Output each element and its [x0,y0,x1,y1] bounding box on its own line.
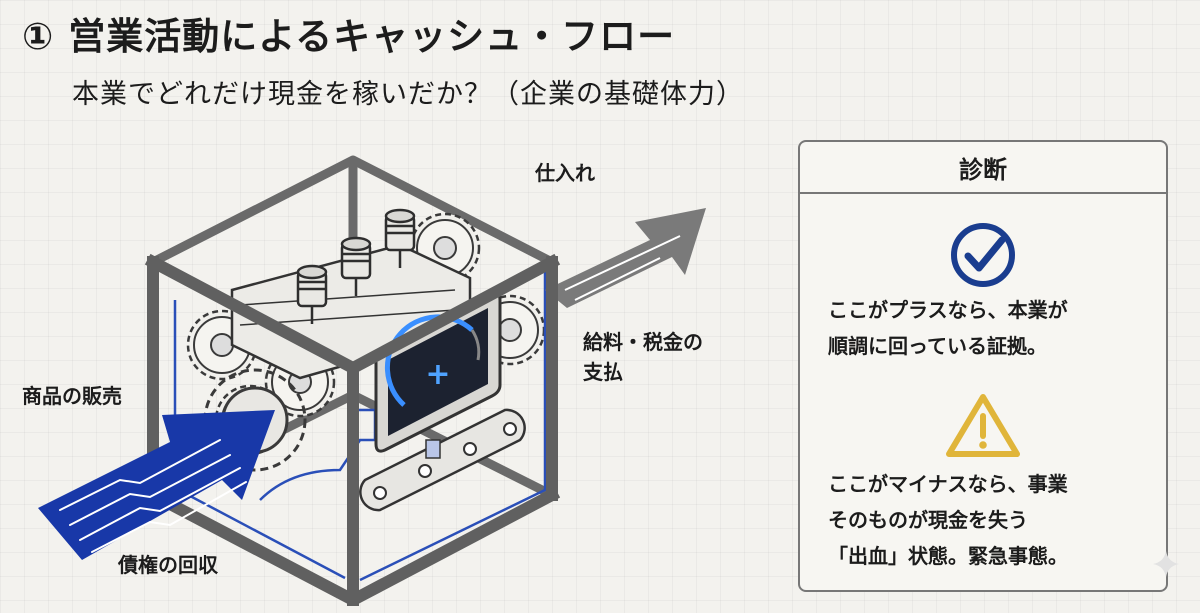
sparkle-icon [1153,551,1179,577]
label-salaries-taxes: 給料・税金の 支払 [583,330,703,384]
checkmark-circle-icon [951,223,1015,287]
cube-frame-front [144,253,561,606]
conveyor-belt [359,408,526,512]
cash-engine-diagram: + [38,155,706,606]
warning-triangle-icon [946,394,1020,457]
label-receivables: 債権の回収 [118,553,218,577]
inflow-arrow [38,410,275,560]
monitor-plus-symbol: + [425,357,450,392]
pistons [296,208,416,324]
diagnosis-heading: 診断 [800,142,1166,194]
diagnosis-panel: 診断 ここがプラスなら、本業が 順調に回っている証拠。 ここがマイナスなら、事業… [798,140,1168,592]
positive-diagnosis-text: ここがプラスなら、本業が 順調に回っている証拠。 [828,298,1068,358]
outflow-arrow [545,208,706,308]
label-sales: 商品の販売 [22,384,122,408]
label-purchases: 仕入れ [535,161,595,185]
page-subtitle: 本業でどれだけ現金を稼いだか？（企業の基礎体力） [72,79,744,110]
negative-diagnosis-text: ここがマイナスなら、事業 そのものが現金を失う 「出血」状態。緊急事態。 [828,472,1068,568]
page-title: ① 営業活動によるキャッシュ・フロー [22,15,676,58]
